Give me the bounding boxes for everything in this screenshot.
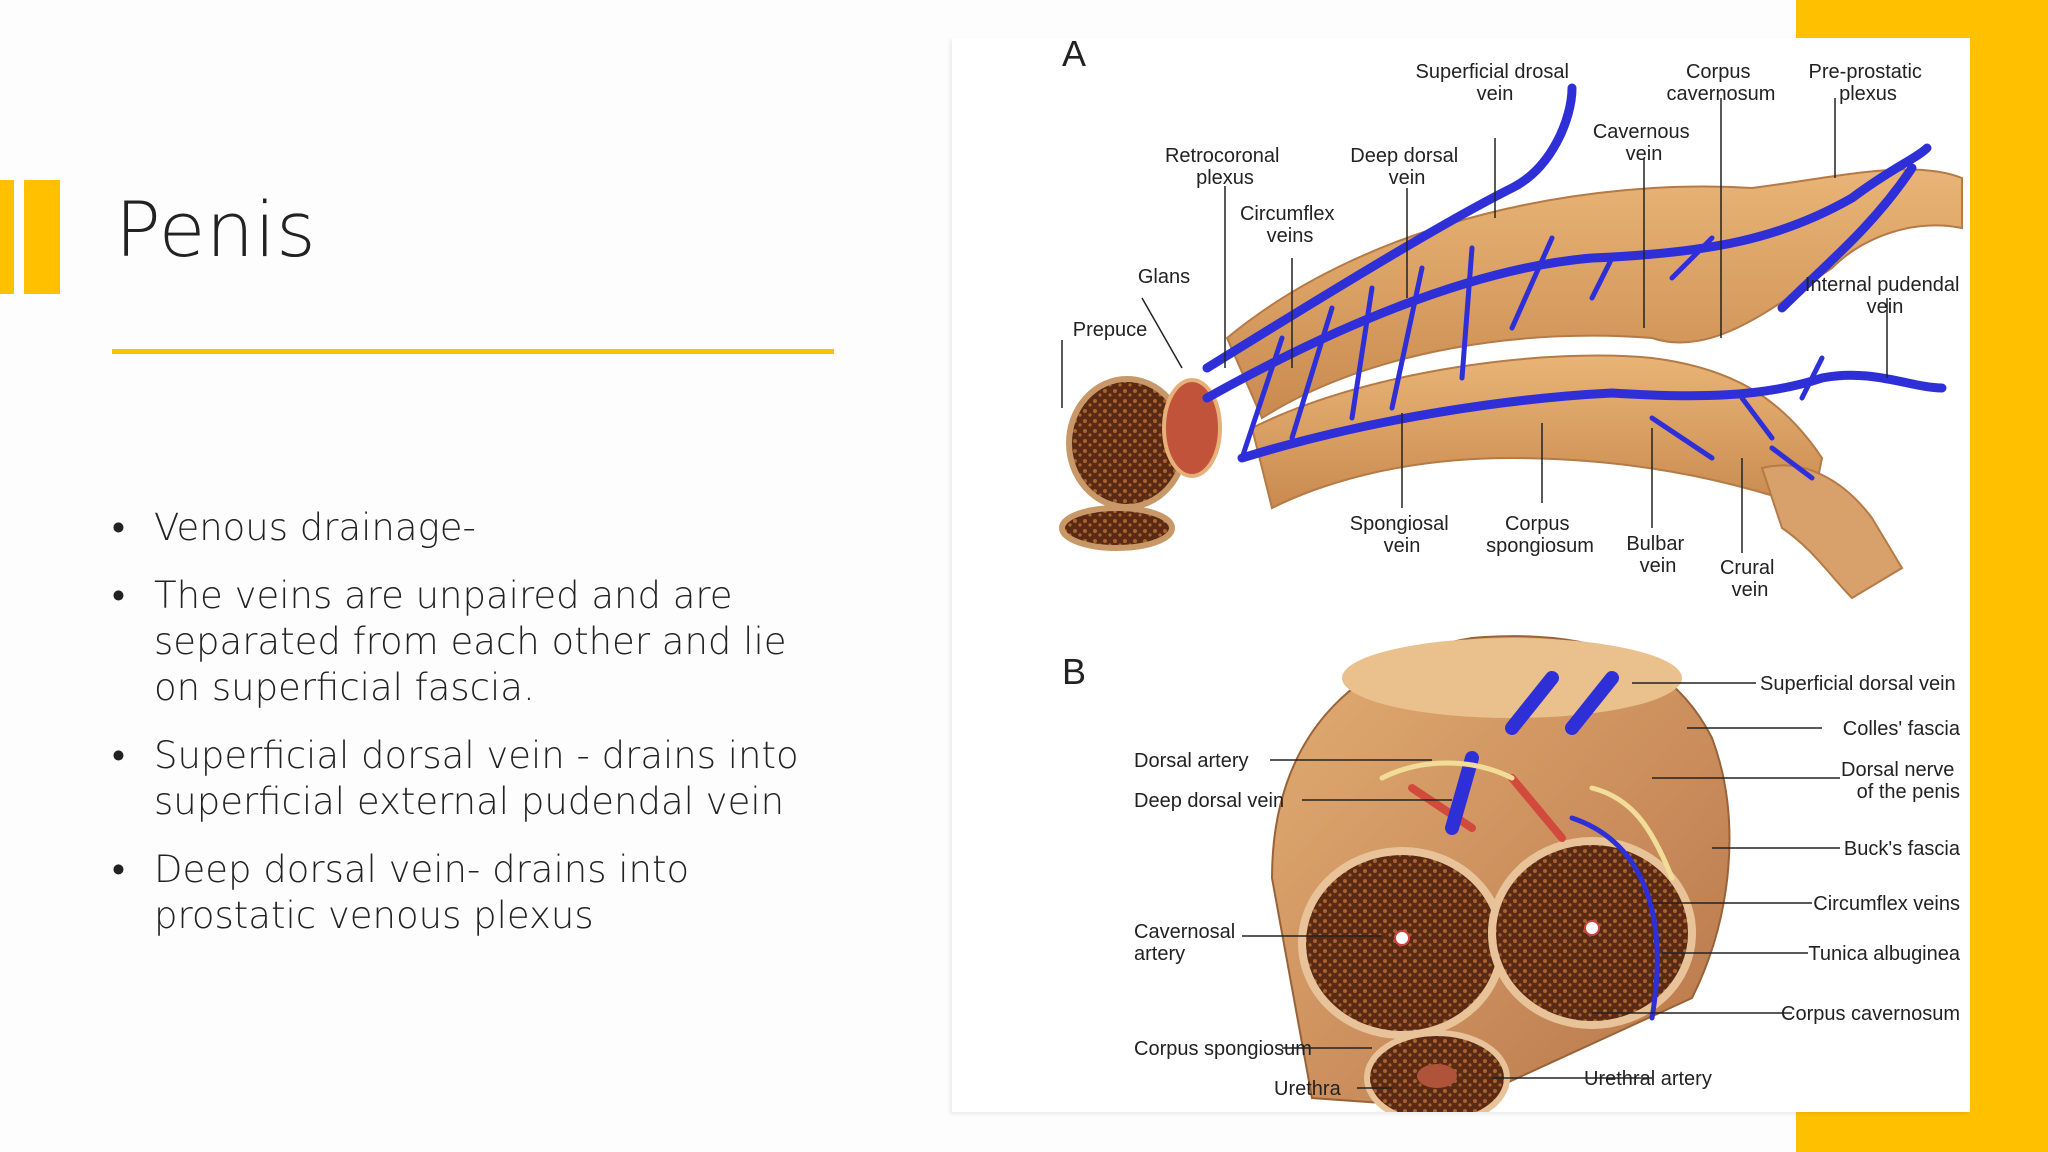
label-dorsal-nerve: Dorsal nerve of the penis	[1841, 759, 1960, 803]
panel-a-leaders	[1061, 98, 1888, 553]
label-corpus-cavernosum-b: Corpus cavernosum	[1781, 1003, 1960, 1025]
label-pre-prostatic-plexus: Pre-prostatic plexus	[1809, 61, 1928, 105]
outer-fascia-top	[1342, 638, 1682, 718]
urethra-section	[1059, 505, 1175, 551]
panel-b-leaders	[1242, 682, 1840, 1089]
label-deep-dorsal-vein-a: Deep dorsal vein	[1350, 145, 1463, 189]
label-bulbar-vein: Bulbar vein	[1626, 533, 1689, 577]
bullet-item: Superficial dorsal vein - drains into su…	[112, 733, 832, 825]
label-corpus-cavernosum-a: Corpus cavernosum	[1667, 61, 1776, 105]
label-corpus-spongiosum-a: Corpus spongiosum	[1486, 513, 1594, 557]
bullet-list: Venous drainage- The veins are unpaired …	[112, 505, 832, 961]
label-urethra: Urethra	[1274, 1078, 1342, 1100]
vein-branches	[1239, 235, 1825, 481]
label-retrocoronal-plexus: Retrocoronal plexus	[1165, 145, 1285, 189]
anatomy-figure: A	[952, 38, 1970, 1112]
glans-cap	[1162, 378, 1222, 478]
label-glans: Glans	[1138, 266, 1190, 288]
anatomy-illustration: A	[1059, 38, 1965, 1112]
bullet-item: Venous drainage-	[112, 505, 832, 551]
label-cavernous-vein: Cavernous vein	[1593, 121, 1695, 165]
slide-title: Penis	[115, 185, 317, 274]
label-circumflex-veins-a: Circumflex veins	[1240, 203, 1340, 247]
label-circumflex-veins-b: Circumflex veins	[1813, 893, 1960, 915]
urethra-lumen	[1417, 1064, 1457, 1088]
veins	[1202, 83, 1947, 463]
panel-b-letter: B	[1062, 651, 1086, 692]
left-cavernosal-artery	[1394, 930, 1410, 946]
bullet-item: Deep dorsal vein- drains into prostatic …	[112, 847, 832, 939]
label-spongiosal-vein: Spongiosal vein	[1350, 513, 1455, 557]
label-dorsal-artery: Dorsal artery	[1134, 750, 1248, 772]
label-crural-vein: Crural vein	[1720, 557, 1780, 601]
bullet-item: The veins are unpaired and are separated…	[112, 573, 832, 711]
right-cavernosal-artery	[1584, 920, 1600, 936]
label-deep-dorsal-vein-b: Deep dorsal vein	[1134, 790, 1284, 812]
label-corpus-spongiosum-b: Corpus spongiosum	[1134, 1038, 1312, 1060]
dorsal-vessels	[1379, 671, 1675, 1021]
label-prepuce: Prepuce	[1073, 319, 1148, 341]
title-underline	[112, 349, 834, 354]
label-tunica-albuginea: Tunica albuginea	[1808, 943, 1960, 965]
label-superficial-dorsal-vein-b: Superficial dorsal vein	[1760, 673, 1956, 695]
label-urethral-artery: Urethral artery	[1584, 1068, 1712, 1090]
label-superficial-dorsal-vein-a: Superficial drosal vein	[1416, 61, 1575, 105]
label-colles-fascia: Colles' fascia	[1843, 718, 1961, 740]
label-cavernosal-artery: Cavernosal artery	[1134, 921, 1241, 965]
label-bucks-fascia: Buck's fascia	[1844, 838, 1961, 860]
accent-bar-left-thin	[0, 180, 14, 294]
label-internal-pudendal-vein: Internal pudendal vein	[1805, 274, 1965, 318]
bulb-shape	[1760, 464, 1904, 600]
panel-a-letter: A	[1062, 38, 1086, 74]
accent-bar-left-thick	[24, 180, 60, 294]
